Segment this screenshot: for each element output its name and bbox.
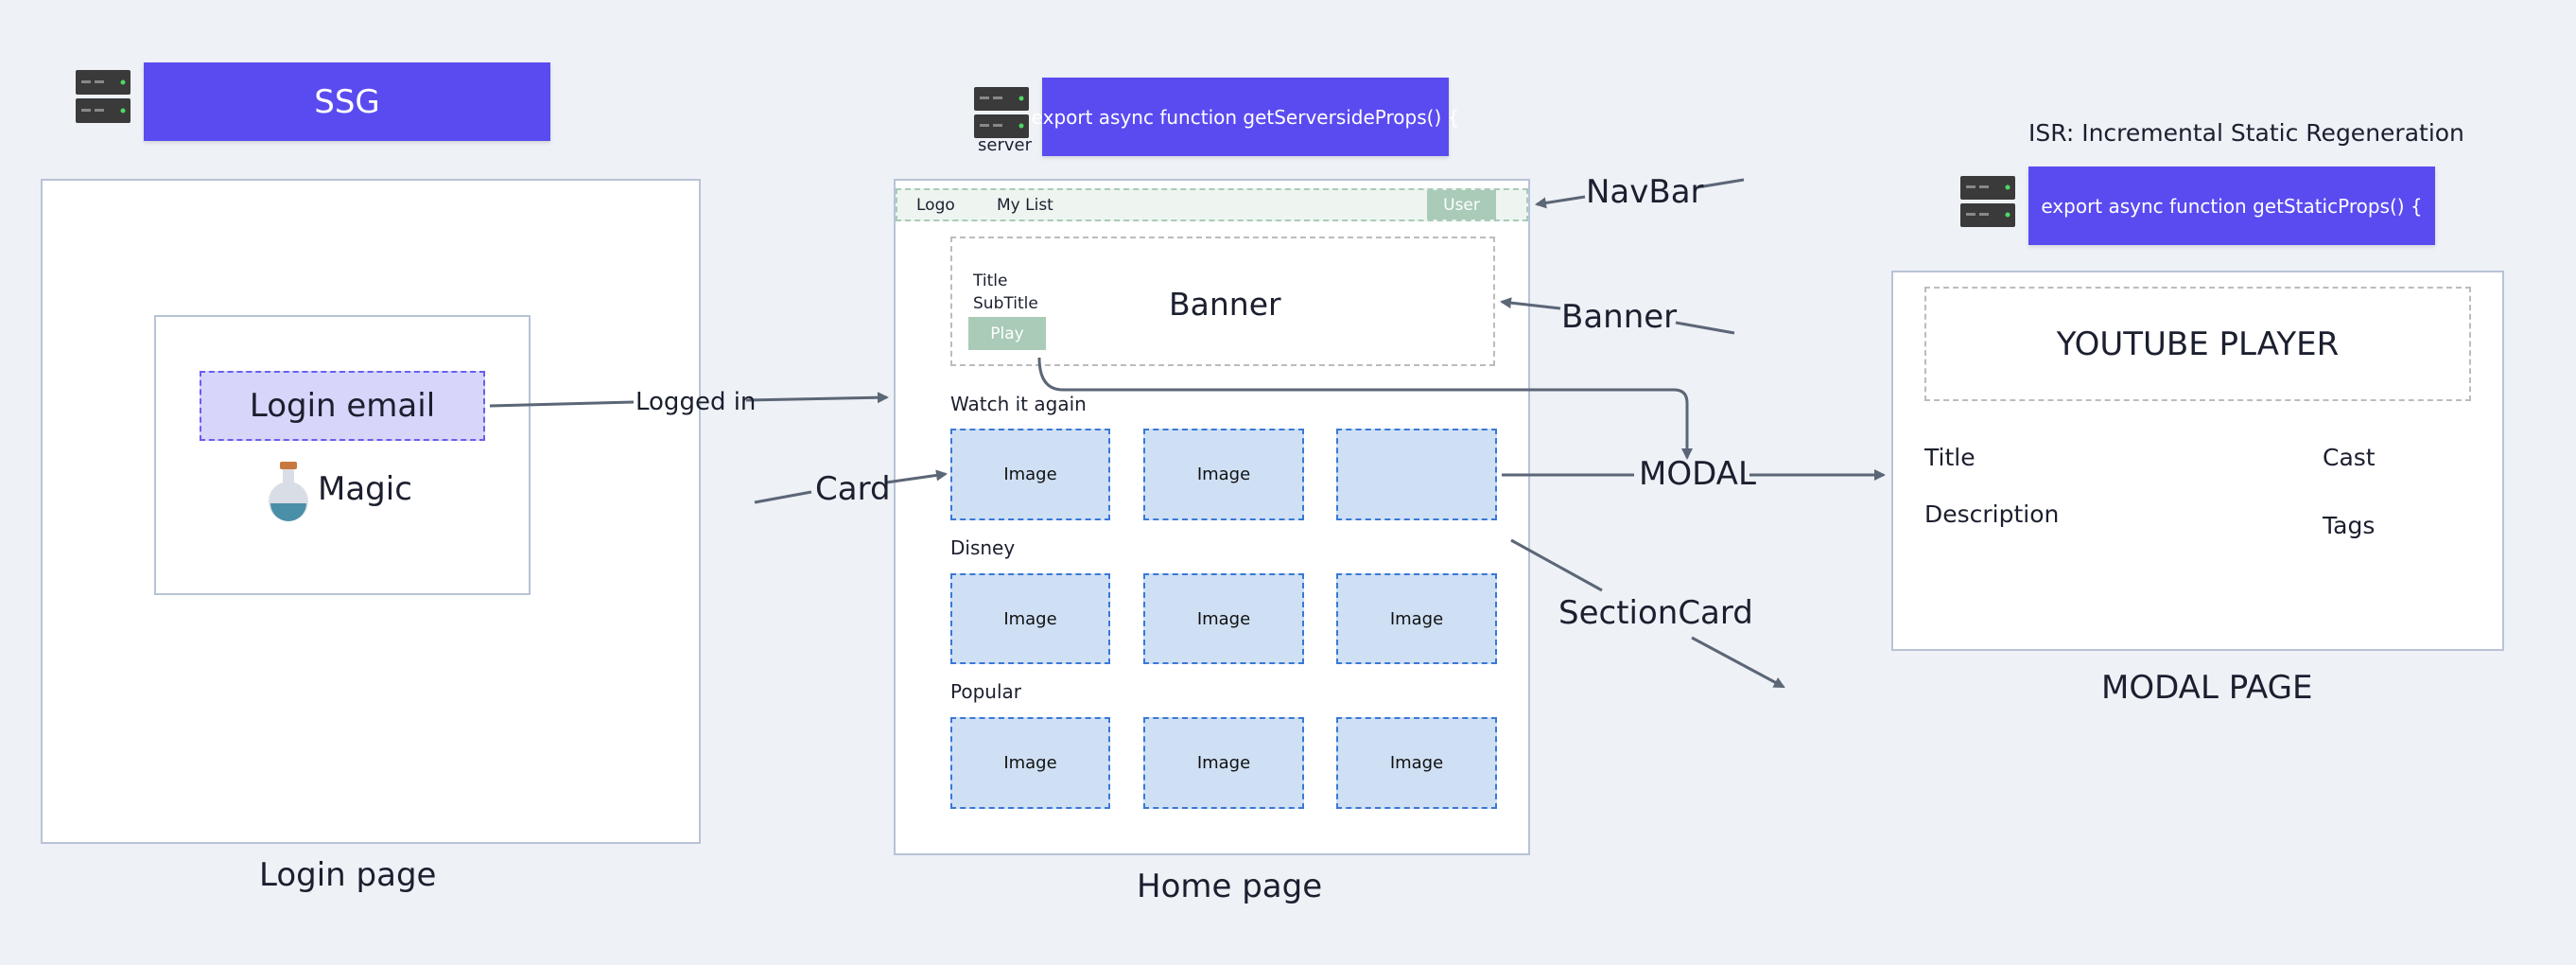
annotation-navbar: NavBar	[1586, 173, 1704, 211]
isr-title: ISR: Incremental Static Regeneration	[2028, 119, 2464, 147]
card-image[interactable]: Image	[1143, 573, 1304, 664]
banner-label: Banner	[1169, 286, 1281, 323]
annotation-banner: Banner	[1561, 298, 1678, 336]
login-card	[154, 315, 531, 595]
card-image[interactable]: Image	[1143, 429, 1304, 520]
ssg-label-box: SSG	[144, 62, 550, 141]
annotation-section-card: SectionCard	[1558, 594, 1753, 632]
logged-in-label: Logged in	[635, 388, 757, 416]
nav-user-button[interactable]: User	[1427, 190, 1496, 219]
modal-description: Description	[1924, 500, 2060, 528]
annotation-modal: MODAL	[1639, 455, 1756, 493]
navbar	[896, 188, 1528, 221]
potion-icon	[265, 462, 312, 526]
section-title-popular: Popular	[950, 680, 1021, 703]
card-image[interactable]: Image	[950, 429, 1110, 520]
modal-page-caption: MODAL PAGE	[2101, 669, 2313, 707]
server-icon	[974, 87, 1029, 142]
youtube-player[interactable]: YOUTUBE PLAYER	[1924, 287, 2471, 401]
banner-subtitle: SubTitle	[973, 294, 1038, 313]
card-image[interactable]	[1336, 429, 1497, 520]
modal-cast: Cast	[2323, 444, 2376, 471]
nav-my-list[interactable]: My List	[997, 196, 1053, 215]
card-image[interactable]: Image	[950, 717, 1110, 809]
home-page-caption: Home page	[1137, 868, 1323, 905]
login-page-caption: Login page	[259, 856, 437, 894]
modal-page-frame	[1891, 271, 2504, 651]
nav-logo[interactable]: Logo	[916, 196, 955, 215]
card-image[interactable]: Image	[1336, 717, 1497, 809]
get-static-props-code: export async function getStaticProps() {	[2028, 167, 2435, 245]
card-image[interactable]: Image	[1336, 573, 1497, 664]
section-title-watch-it-again: Watch it again	[950, 393, 1087, 415]
modal-tags: Tags	[2323, 512, 2376, 539]
card-image[interactable]: Image	[950, 573, 1110, 664]
section-title-disney: Disney	[950, 536, 1016, 559]
banner-title: Title	[973, 272, 1008, 290]
modal-title: Title	[1924, 444, 1976, 471]
server-caption: server	[978, 135, 1032, 155]
login-email-box[interactable]: Login email	[200, 371, 485, 441]
card-image[interactable]: Image	[1143, 717, 1304, 809]
get-serverside-props-code: export async function getServersideProps…	[1032, 78, 1459, 156]
server-icon	[76, 70, 131, 127]
play-button[interactable]: Play	[968, 317, 1046, 350]
annotation-card: Card	[815, 470, 891, 508]
magic-label: Magic	[318, 470, 412, 508]
banner	[950, 237, 1495, 366]
server-icon	[1960, 176, 2015, 231]
